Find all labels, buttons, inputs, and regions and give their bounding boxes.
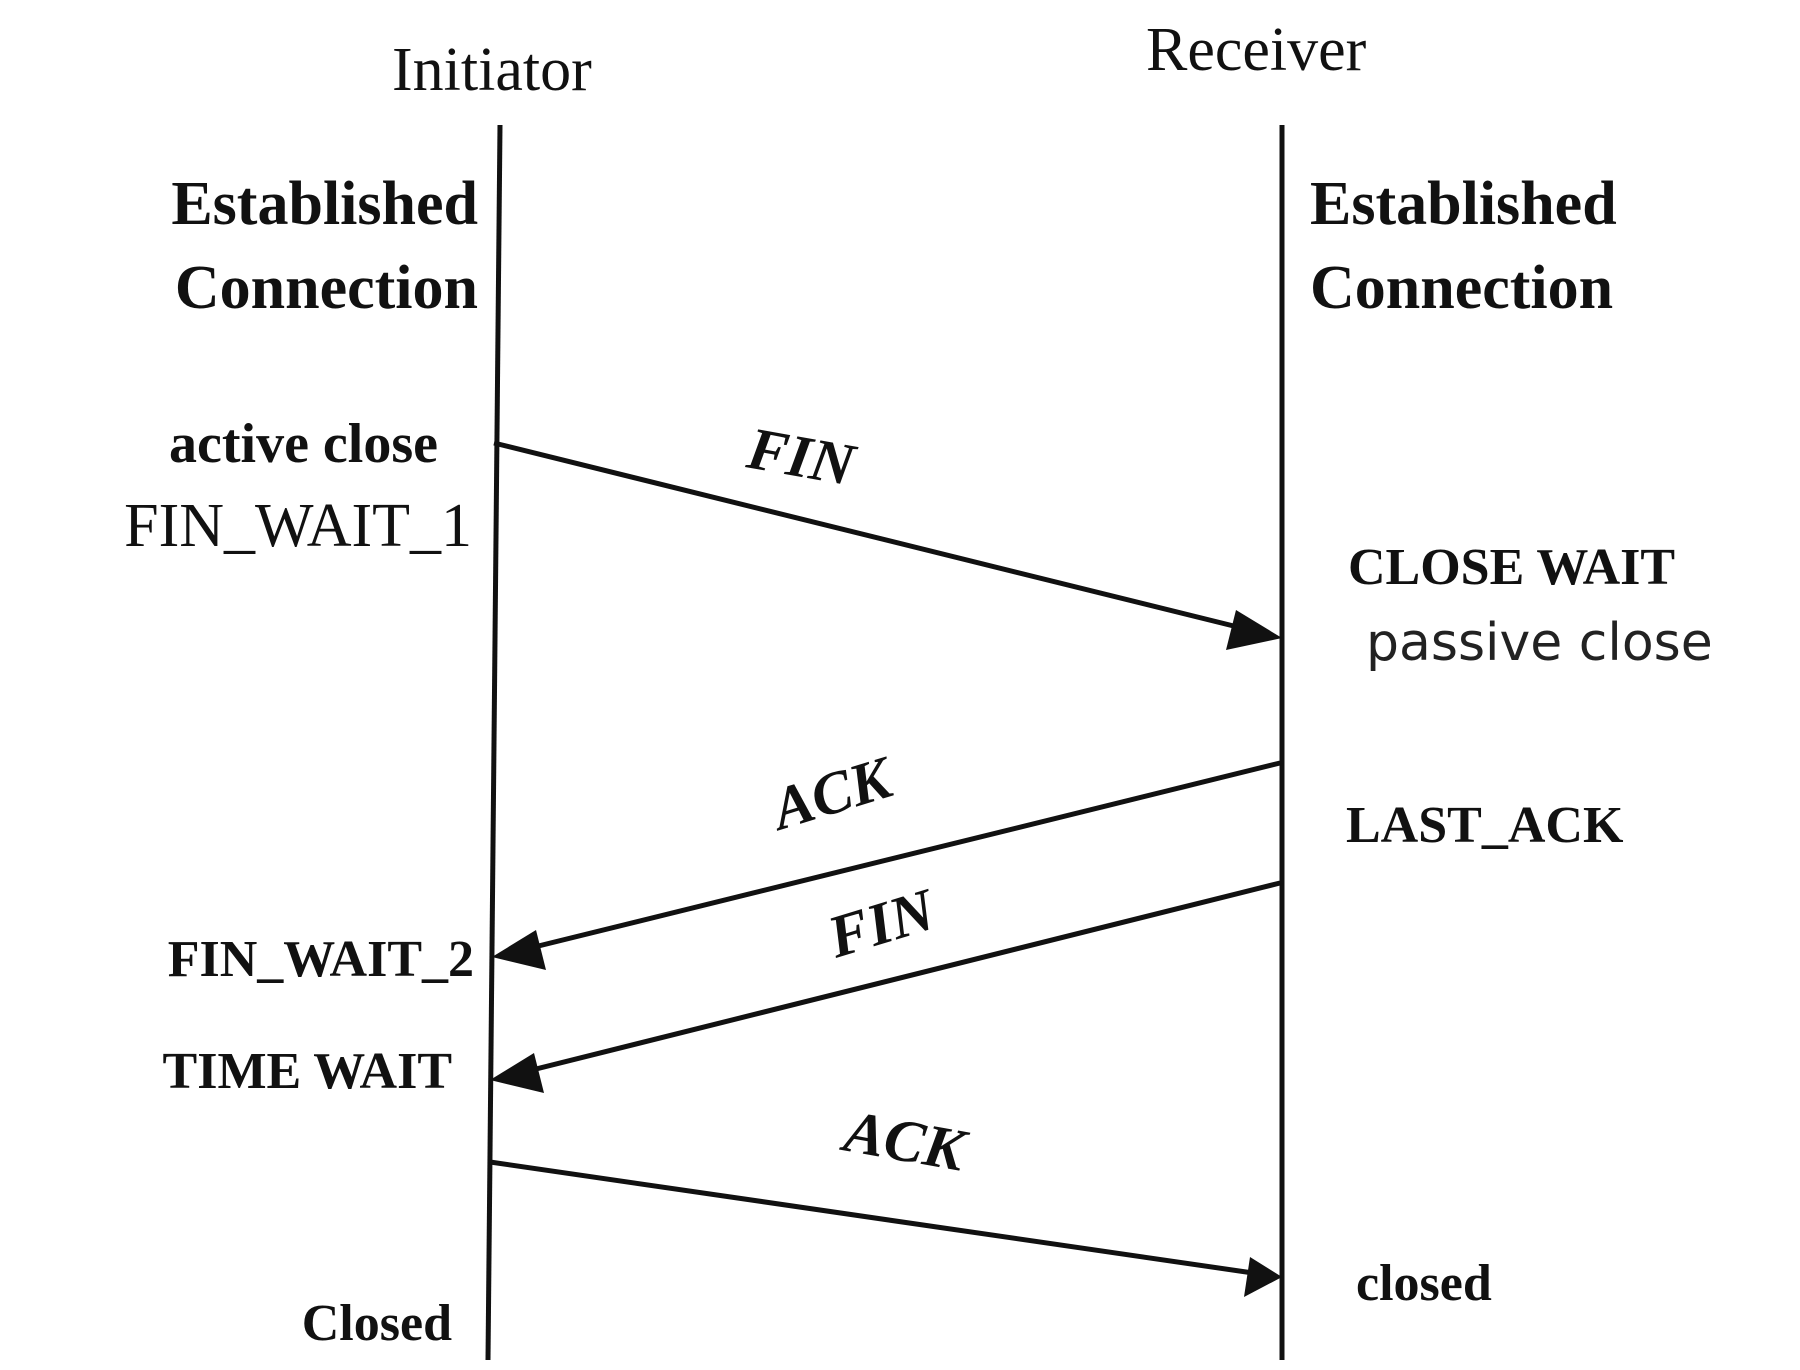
ack-arrow-2 xyxy=(489,1159,1261,1277)
initiator-fin-wait-1: FIN_WAIT_1 xyxy=(124,492,472,560)
ack-label-2: ACK xyxy=(836,1097,974,1184)
receiver-last-ack: LAST_ACK xyxy=(1346,797,1624,854)
receiver-closed: closed xyxy=(1356,1255,1492,1312)
initiator-established-line2: Connection xyxy=(175,254,478,322)
initiator-fin-wait-2: FIN_WAIT_2 xyxy=(168,931,474,988)
ack-arrow-1 xyxy=(513,760,1281,955)
fin-label-1: FIN xyxy=(742,415,862,499)
fin-arrow-2 xyxy=(511,880,1281,1078)
ack-label-1: ACK xyxy=(761,743,903,844)
initiator-lifeline xyxy=(485,124,503,1361)
ack-arrow-1-head xyxy=(492,930,546,970)
fin-arrow-1-head xyxy=(1226,610,1282,650)
initiator-active-close: active close xyxy=(169,413,438,475)
receiver-established-line2: Connection xyxy=(1310,254,1613,322)
initiator-time-wait: TIME WAIT xyxy=(163,1043,452,1100)
receiver-header: Receiver xyxy=(1146,16,1367,84)
fin-arrow-2-head xyxy=(490,1053,544,1093)
initiator-established-line1: Established xyxy=(171,170,478,238)
receiver-close-wait: CLOSE WAIT xyxy=(1348,539,1675,596)
receiver-passive-close: passive close xyxy=(1366,613,1713,673)
fin-label-2: FIN xyxy=(820,875,945,970)
fin-arrow-1 xyxy=(493,440,1263,636)
initiator-header: Initiator xyxy=(392,36,592,104)
ack-arrow-2-head xyxy=(1244,1257,1282,1297)
receiver-established-line1: Established xyxy=(1310,170,1617,238)
initiator-closed: Closed xyxy=(302,1295,452,1352)
